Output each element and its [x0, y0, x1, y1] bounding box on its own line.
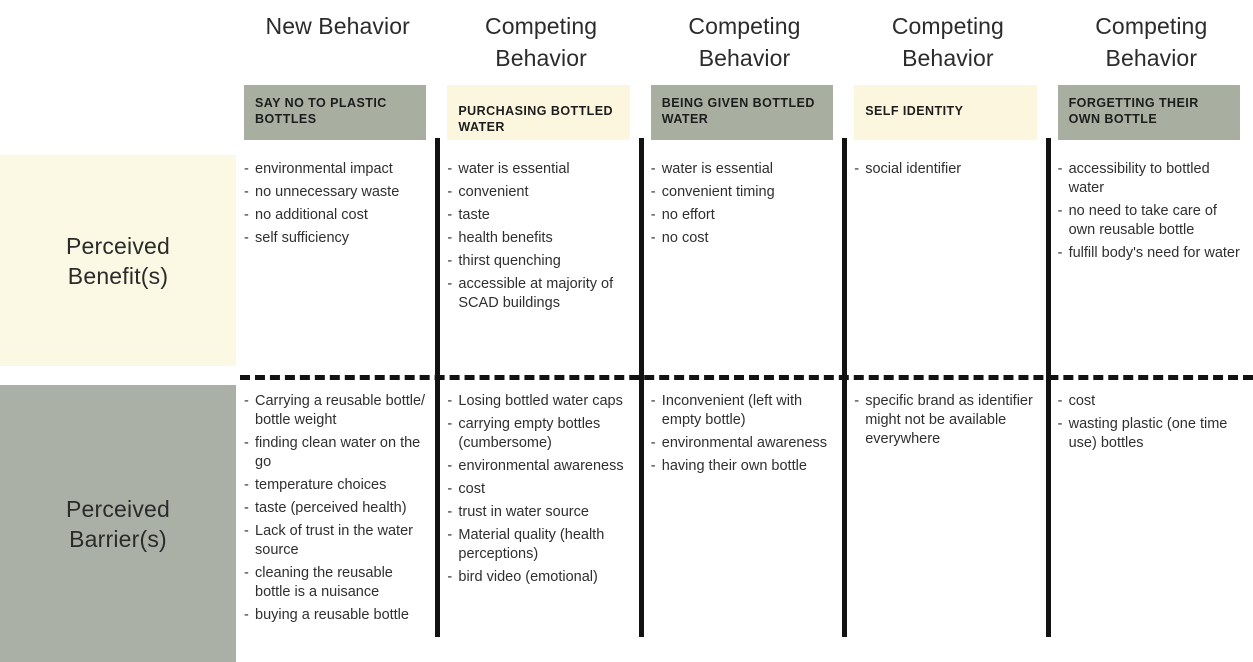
row-label-perceived-barriers: Perceived Barrier(s)	[0, 385, 236, 662]
list-item: finding clean water on the go	[244, 434, 426, 472]
benefits-cell: water is essential convenient taste heal…	[447, 160, 629, 365]
barriers-list: Losing bottled water caps carrying empty…	[447, 392, 629, 587]
column-caption: Competing Behavior	[846, 10, 1049, 80]
column-caption-text: New Behavior	[265, 13, 410, 39]
list-item: trust in water source	[447, 503, 629, 522]
list-item: cost	[1058, 392, 1240, 411]
column-caption-text: Competing Behavior	[891, 13, 1004, 71]
list-item: specific brand as identifier might not b…	[854, 392, 1036, 449]
list-item: fulfill body's need for water	[1058, 244, 1240, 263]
barriers-cell: cost wasting plastic (one time use) bott…	[1058, 392, 1240, 657]
behavior-column-new-behavior: New Behavior SAY NO TO PLASTIC BOTTLES e…	[236, 0, 439, 662]
list-item: convenient timing	[651, 183, 833, 202]
list-item: thirst quenching	[447, 252, 629, 271]
list-item: self sufficiency	[244, 229, 426, 248]
column-divider	[435, 138, 441, 637]
column-divider	[1045, 138, 1051, 637]
row-label-benefit-text: Perceived Benefit(s)	[65, 232, 171, 289]
list-item: environmental awareness	[651, 434, 833, 453]
behavior-chip: BEING GIVEN BOTTLED WATER	[650, 85, 834, 140]
column-caption-text: Competing Behavior	[485, 13, 598, 71]
benefits-list: accessibility to bottled water no need t…	[1058, 160, 1240, 263]
column-divider	[842, 138, 848, 637]
behavior-chip-label: FORGETTING THEIR OWN BOTTLE	[1068, 96, 1199, 126]
benefits-cell: accessibility to bottled water no need t…	[1058, 160, 1240, 365]
barriers-cell: Losing bottled water caps carrying empty…	[447, 392, 629, 657]
behavior-column-purchasing-bottled-water: Competing Behavior PURCHASING BOTTLED WA…	[435, 0, 642, 662]
behavior-chip-label: SELF IDENTITY	[865, 104, 964, 118]
list-item: buying a reusable bottle	[244, 606, 426, 625]
list-item: wasting plastic (one time use) bottles	[1058, 415, 1240, 453]
column-caption-text: Competing Behavior	[1095, 13, 1208, 71]
row-label-perceived-benefits: Perceived Benefit(s)	[0, 155, 236, 366]
column-caption-text: Competing Behavior	[688, 13, 801, 71]
behavior-column-self-identity: Competing Behavior SELF IDENTITY social …	[842, 0, 1049, 662]
list-item: temperature choices	[244, 476, 426, 495]
list-item: accessible at majority of SCAD buildings	[447, 275, 629, 313]
list-item: carrying empty bottles (cumbersome)	[447, 415, 629, 453]
list-item: Lack of trust in the water source	[244, 522, 426, 560]
barriers-list: Carrying a reusable bottle/ bottle weigh…	[244, 392, 426, 625]
list-item: Carrying a reusable bottle/ bottle weigh…	[244, 392, 426, 430]
row-label-barrier-text: Perceived Barrier(s)	[65, 495, 171, 552]
benefits-cell: social identifier	[854, 160, 1036, 365]
barriers-list: cost wasting plastic (one time use) bott…	[1058, 392, 1240, 453]
list-item: Material quality (health perceptions)	[447, 526, 629, 564]
behavior-column-being-given-bottled-water: Competing Behavior BEING GIVEN BOTTLED W…	[638, 0, 846, 662]
behavior-chip-label: PURCHASING BOTTLED WATER	[458, 104, 614, 134]
list-item: convenient	[447, 183, 629, 202]
list-item: taste (perceived health)	[244, 499, 426, 518]
column-divider	[638, 138, 644, 637]
behavior-chip-label: BEING GIVEN BOTTLED WATER	[661, 96, 815, 126]
list-item: bird video (emotional)	[447, 568, 629, 587]
list-item: no additional cost	[244, 206, 426, 225]
list-item: no unnecessary waste	[244, 183, 426, 202]
benefits-cell: water is essential convenient timing no …	[651, 160, 833, 365]
behavior-columns: New Behavior SAY NO TO PLASTIC BOTTLES e…	[236, 0, 1253, 662]
list-item: Inconvenient (left with empty bottle)	[651, 392, 833, 430]
barriers-list: specific brand as identifier might not b…	[854, 392, 1036, 449]
behavior-chip: SAY NO TO PLASTIC BOTTLES	[244, 85, 427, 140]
barriers-cell: Inconvenient (left with empty bottle) en…	[651, 392, 833, 657]
barriers-list: Inconvenient (left with empty bottle) en…	[651, 392, 833, 476]
list-item: cost	[447, 480, 629, 499]
row-separator-dashed	[240, 375, 1253, 380]
benefits-list: water is essential convenient taste heal…	[447, 160, 629, 313]
list-item: having their own bottle	[651, 457, 833, 476]
list-item: cleaning the reusable bottle is a nuisan…	[244, 564, 426, 602]
list-item: social identifier	[854, 160, 1036, 179]
behavior-chip: PURCHASING BOTTLED WATER	[447, 85, 630, 140]
column-caption: Competing Behavior	[439, 10, 642, 80]
column-caption: Competing Behavior	[1050, 10, 1253, 80]
benefits-list: water is essential convenient timing no …	[651, 160, 833, 248]
barriers-cell: specific brand as identifier might not b…	[854, 392, 1036, 657]
list-item: no cost	[651, 229, 833, 248]
list-item: no effort	[651, 206, 833, 225]
behavior-chip: FORGETTING THEIR OWN BOTTLE	[1057, 85, 1240, 140]
benefits-cell: environmental impact no unnecessary wast…	[244, 160, 426, 365]
list-item: Losing bottled water caps	[447, 392, 629, 411]
list-item: water is essential	[651, 160, 833, 179]
list-item: taste	[447, 206, 629, 225]
column-caption: Competing Behavior	[643, 10, 846, 80]
list-item: environmental impact	[244, 160, 426, 179]
list-item: accessibility to bottled water	[1058, 160, 1240, 198]
behavior-chip: SELF IDENTITY	[854, 85, 1037, 140]
barriers-cell: Carrying a reusable bottle/ bottle weigh…	[244, 392, 426, 657]
benefits-list: environmental impact no unnecessary wast…	[244, 160, 426, 248]
list-item: environmental awareness	[447, 457, 629, 476]
behavior-chip-label: SAY NO TO PLASTIC BOTTLES	[255, 96, 387, 126]
column-caption: New Behavior	[236, 10, 439, 80]
list-item: no need to take care of own reusable bot…	[1058, 202, 1240, 240]
list-item: health benefits	[447, 229, 629, 248]
behavior-column-forgetting-their-own-bottle: Competing Behavior FORGETTING THEIR OWN …	[1045, 0, 1253, 662]
benefits-list: social identifier	[854, 160, 1036, 179]
list-item: water is essential	[447, 160, 629, 179]
